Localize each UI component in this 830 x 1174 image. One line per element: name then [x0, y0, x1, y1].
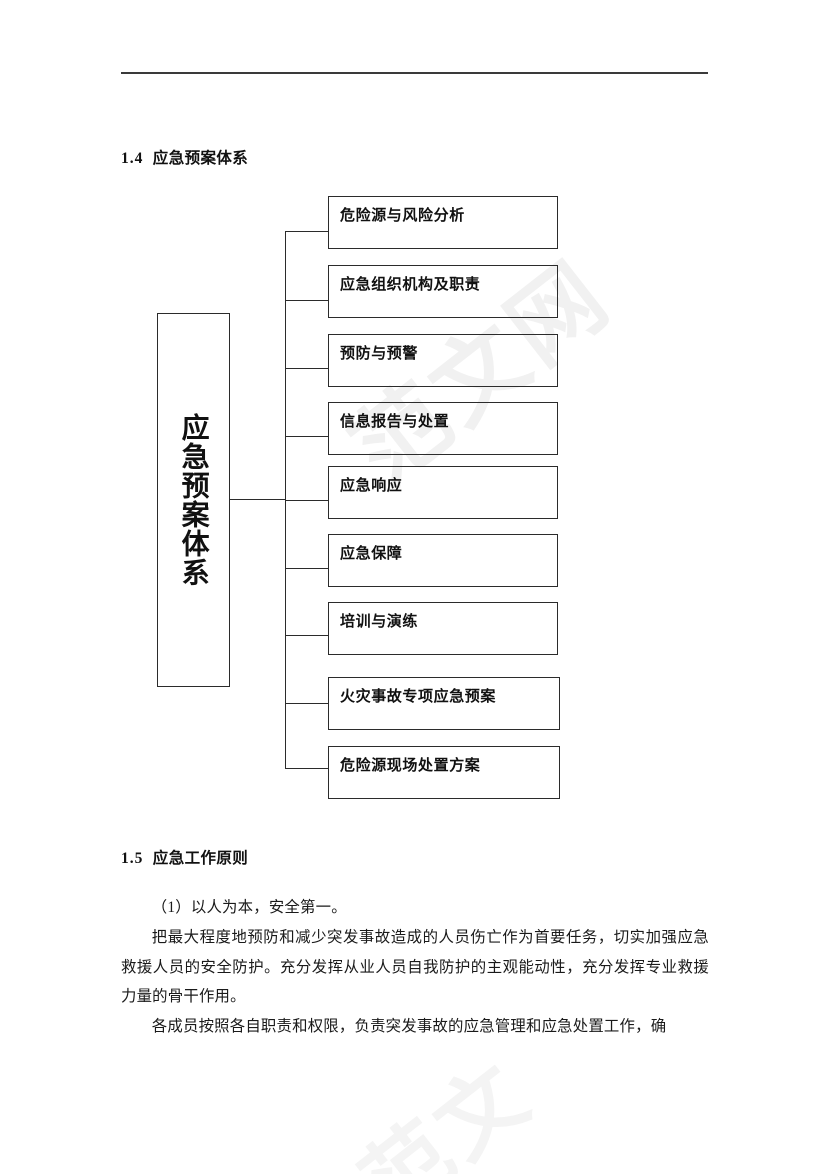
diagram-branch-label-5: 应急响应: [340, 477, 403, 494]
heading-section-1-4: 1.4 应急预案体系: [121, 146, 248, 168]
body-paragraph-3: 各成员按照各自职责和权限，负责突发事故的应急管理和应急处置工作，确: [151, 1018, 667, 1035]
connector-branch-2: [285, 300, 329, 302]
heading-section-1-5: 1.5 应急工作原则: [121, 846, 248, 868]
heading-1-4-title: 应急预案体系: [152, 150, 249, 167]
connector-branch-7: [285, 635, 329, 637]
heading-1-4-number: 1.4: [121, 150, 144, 167]
body-paragraph-2: 把最大程度地预防和减少突发事故造成的人员伤亡作为首要任务，切实加强应急救援人员的…: [121, 929, 709, 1006]
connector-branch-1: [285, 231, 329, 233]
diagram-branch-label-4: 信息报告与处置: [340, 413, 450, 430]
diagram-branch-label-1: 危险源与风险分析: [340, 207, 465, 224]
diagram-root-box: 应急预案体系: [157, 313, 230, 687]
diagram-branch-box-6: 应急保障: [328, 534, 558, 587]
diagram-branch-box-3: 预防与预警: [328, 334, 558, 387]
connector-branch-5: [285, 500, 329, 502]
diagram-branch-box-4: 信息报告与处置: [328, 402, 558, 455]
diagram-root-label: 应急预案体系: [178, 413, 210, 587]
diagram-branch-label-7: 培训与演练: [340, 613, 419, 630]
connector-branch-3: [285, 368, 329, 370]
diagram-branch-box-2: 应急组织机构及职责: [328, 265, 558, 318]
diagram-branch-label-9: 危险源现场处置方案: [340, 757, 481, 774]
diagram-branch-box-8: 火灾事故专项应急预案: [328, 677, 560, 730]
diagram-branch-label-3: 预防与预警: [340, 345, 419, 362]
body-paragraph-1: （1）以人为本，安全第一。: [151, 899, 347, 916]
heading-1-5-number: 1.5: [121, 850, 144, 867]
diagram-branch-label-8: 火灾事故专项应急预案: [340, 688, 497, 705]
connector-branch-6: [285, 568, 329, 570]
connector-branch-9: [285, 768, 329, 770]
diagram-branch-box-1: 危险源与风险分析: [328, 196, 558, 249]
diagram-branch-label-6: 应急保障: [340, 545, 403, 562]
header-rule: [121, 72, 708, 74]
diagram-branch-label-2: 应急组织机构及职责: [340, 276, 481, 293]
diagram-branch-box-5: 应急响应: [328, 466, 558, 519]
connector-root-to-trunk: [230, 499, 286, 501]
connector-branch-4: [285, 436, 329, 438]
heading-1-5-title: 应急工作原则: [152, 850, 249, 867]
diagram-branch-box-7: 培训与演练: [328, 602, 558, 655]
connector-branch-8: [285, 703, 329, 705]
emergency-plan-system-diagram: 应急预案体系 危险源与风险分析 应急组织机构及职责: [157, 196, 560, 799]
diagram-branch-box-9: 危险源现场处置方案: [328, 746, 560, 799]
